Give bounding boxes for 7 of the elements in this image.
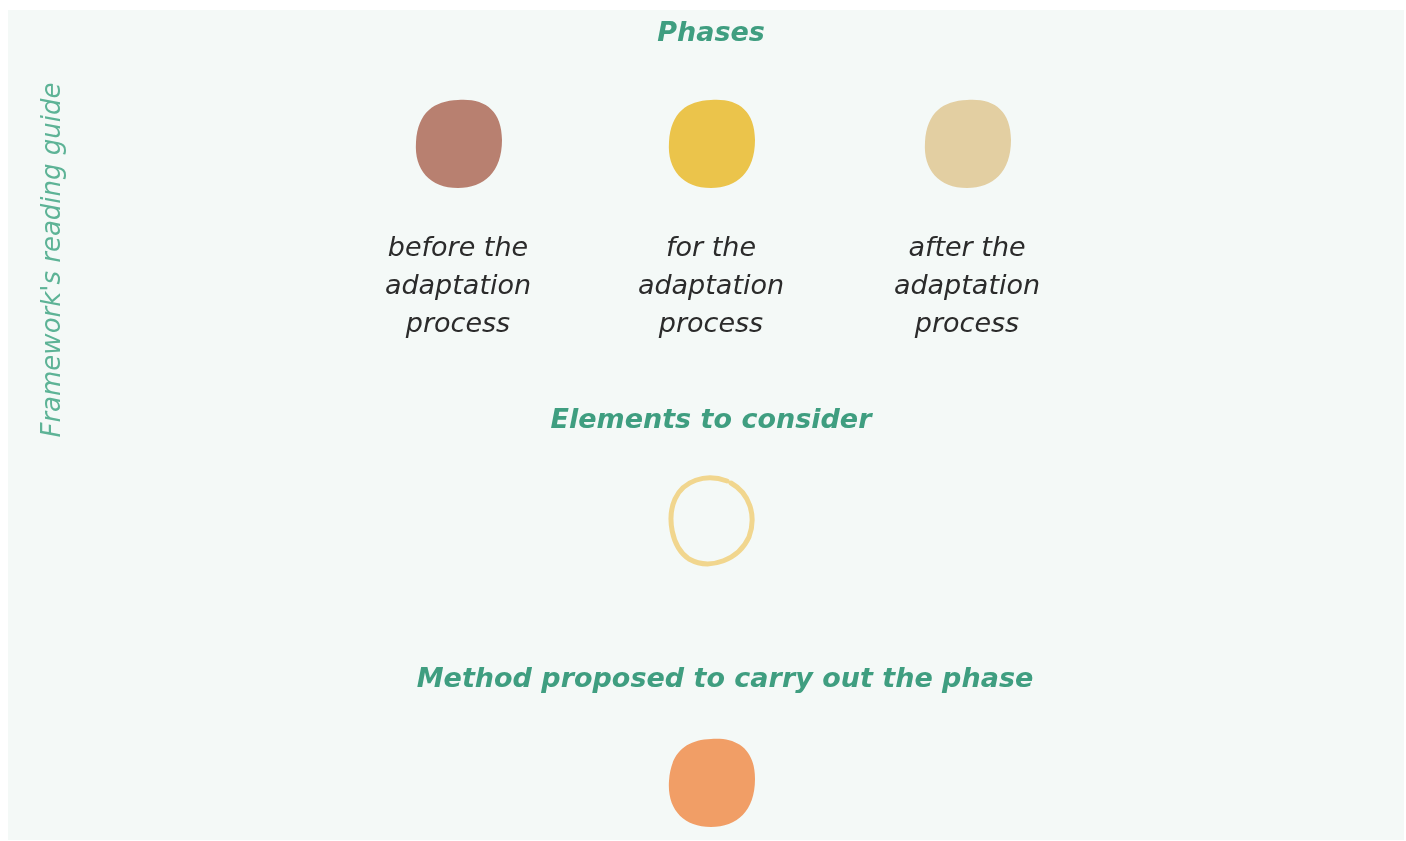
phase-caption: after the adaptation process [892,230,1042,340]
section-heading: Elements to consider [550,402,872,434]
phase-caption: before the adaptation process [383,230,533,340]
side-title: Framework's reading guide [36,82,66,438]
section-heading: Method proposed to carry out the phase [416,661,1034,693]
section-heading: Phases [657,15,765,47]
phase-caption: for the adaptation process [636,230,786,340]
